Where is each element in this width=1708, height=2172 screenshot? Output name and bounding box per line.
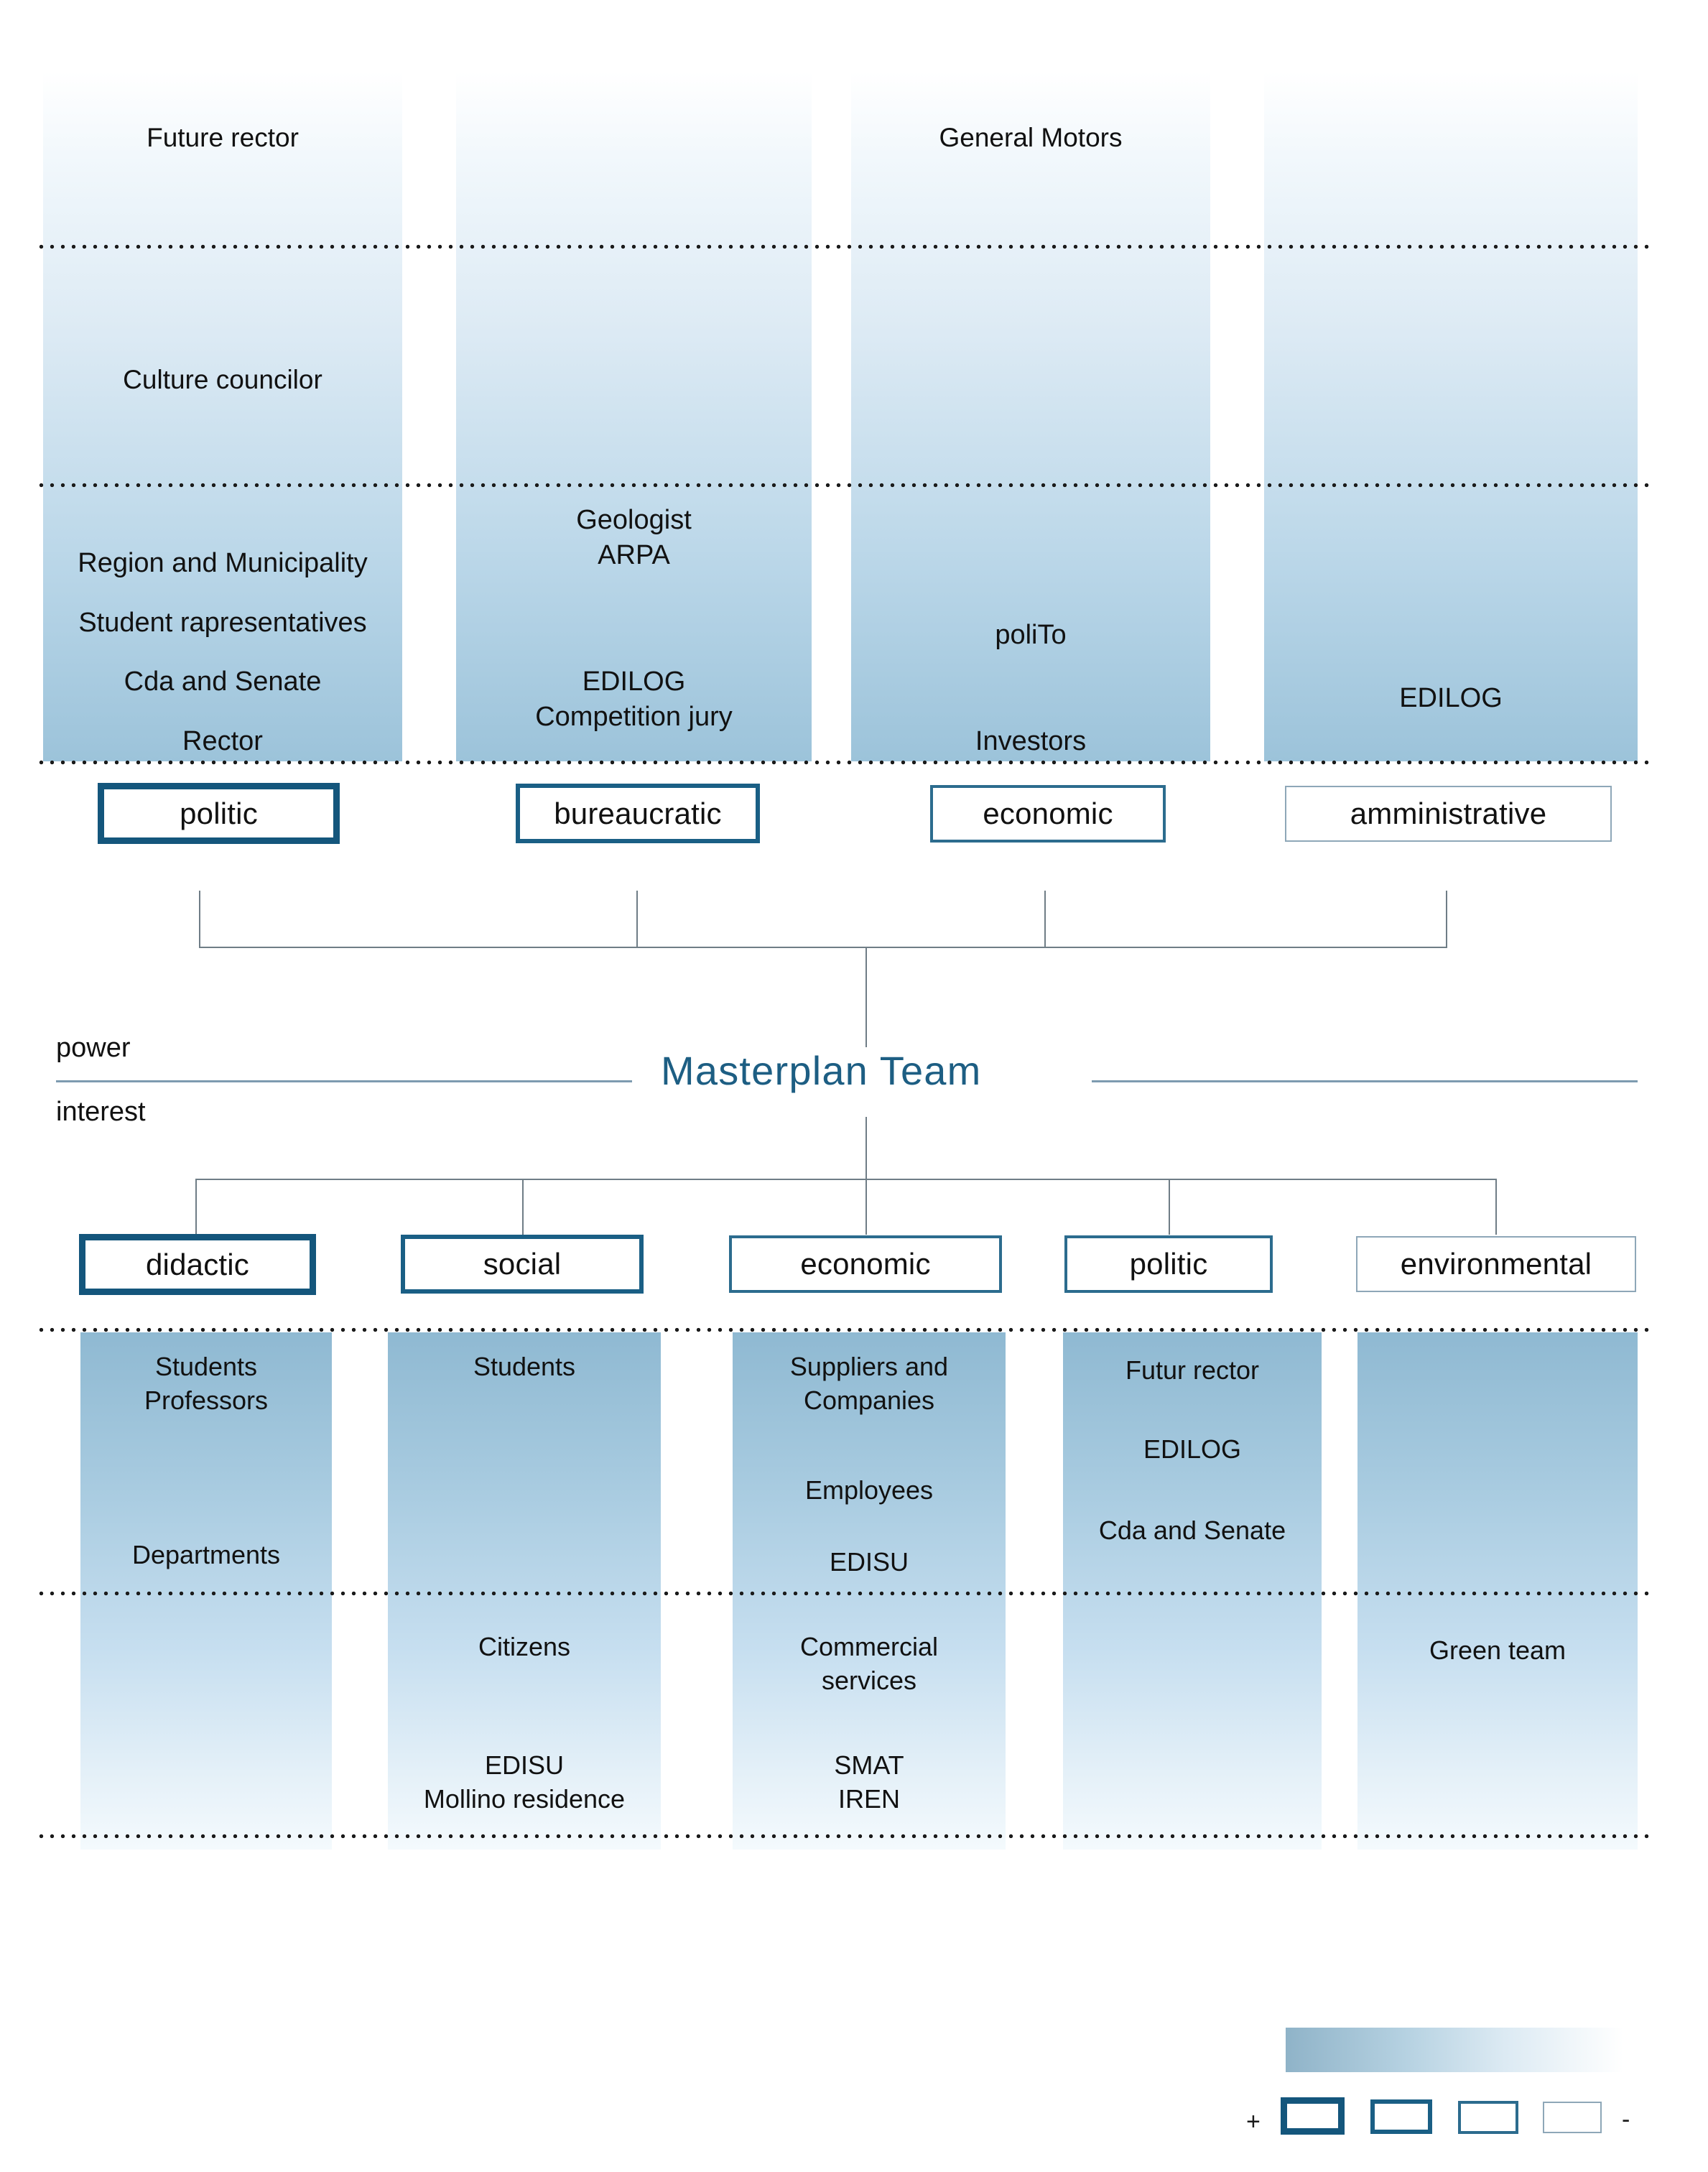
top-entry-edilog-competition-jury: EDILOG Competition jury (535, 667, 733, 733)
category-box-bureaucratic[interactable]: bureaucratic (516, 784, 760, 843)
legend-box-weight-2 (1458, 2101, 1518, 2134)
top-entry-edilog: EDILOG (1399, 683, 1503, 713)
connector-economic-down (1044, 891, 1046, 948)
category-box-environmental-label: environmental (1400, 1247, 1592, 1281)
top-band-politic (43, 72, 402, 761)
legend-box-weight-4 (1281, 2097, 1345, 2135)
category-box-social[interactable]: social (401, 1235, 644, 1294)
bottom-entry-commercial-services: Commercial services (799, 1632, 939, 1695)
bottom-entry-smat-iren: SMAT IREN (834, 1750, 904, 1814)
tier-separator-bottom-1 (36, 1327, 1652, 1332)
legend-box-weight-1 (1543, 2102, 1602, 2133)
top-entry-student-rapresentatives: Student rapresentatives (78, 608, 367, 638)
connector-politic-down (199, 891, 200, 948)
masterplan-title: Masterplan Team (661, 1048, 982, 1093)
top-band-bureaucratic (456, 72, 812, 761)
legend-plus-sign: + (1246, 2108, 1261, 2135)
top-entry-geologist-arpa: Geologist ARPA (576, 505, 692, 571)
top-entry-general-motors: General Motors (939, 123, 1123, 152)
connector-title-to-bottom-bus (865, 1117, 867, 1180)
connector-economic-up (865, 1179, 867, 1235)
connector-top-bus-to-title (865, 947, 867, 1047)
connector-didactic-up (195, 1179, 197, 1235)
bottom-entry-suppliers-companies: Suppliers and Companies (789, 1352, 949, 1415)
bottom-entry-departments: Departments (131, 1540, 281, 1569)
category-box-environmental[interactable]: environmental (1356, 1236, 1636, 1292)
bottom-entry-edisu-mollino: EDISU Mollino residence (423, 1750, 626, 1814)
top-entry-rector: Rector (182, 726, 263, 756)
axis-label-interest: interest (56, 1097, 146, 1127)
top-entry-region-municipality: Region and Municipality (78, 548, 368, 578)
tier-separator-bottom-3 (36, 1834, 1652, 1839)
tier-separator-top-1 (36, 244, 1652, 249)
top-entry-future-rector: Future rector (147, 123, 299, 152)
tier-separator-bottom-2 (36, 1591, 1652, 1596)
bottom-entry-citizens: Citizens (478, 1632, 571, 1661)
connector-social-up (522, 1179, 524, 1235)
tier-separator-top-3 (36, 760, 1652, 765)
category-box-amministrative[interactable]: amministrative (1285, 786, 1612, 842)
tier-separator-top-2 (36, 483, 1652, 488)
bottom-entry-edisu: EDISU (829, 1547, 909, 1577)
axis-label-power: power (56, 1033, 131, 1063)
connector-bottom-bus (195, 1179, 1495, 1180)
top-entry-culture-councilor: Culture councilor (123, 365, 322, 394)
top-band-amministrative (1264, 72, 1638, 761)
category-box-didactic[interactable]: didactic (79, 1234, 316, 1295)
masterplan-rule-right (1092, 1080, 1638, 1082)
bottom-entry-cda-senate: Cda and Senate (1098, 1516, 1286, 1545)
legend-gradient-bar (1286, 2028, 1623, 2072)
category-box-politic-label: politic (180, 796, 258, 830)
bottom-entry-edilog: EDILOG (1143, 1434, 1242, 1464)
category-box-politic-bottom-label: politic (1129, 1247, 1208, 1281)
top-entry-polito: poliTo (995, 620, 1067, 650)
bottom-entry-employees: Employees (804, 1475, 934, 1505)
connector-bureaucratic-down (636, 891, 638, 948)
bottom-entry-students: Students (473, 1352, 576, 1381)
category-box-economic-bottom-label: economic (800, 1247, 931, 1281)
category-box-economic-bottom[interactable]: economic (729, 1235, 1002, 1293)
connector-amministrative-down (1446, 891, 1447, 948)
connector-top-bus (199, 947, 1447, 948)
bottom-entry-students-professors: Students Professors (144, 1352, 269, 1415)
top-entry-investors: Investors (975, 726, 1087, 756)
category-box-social-label: social (483, 1247, 562, 1281)
connector-politic-up (1169, 1179, 1170, 1235)
category-box-didactic-label: didactic (145, 1247, 249, 1281)
bottom-entry-futur-rector: Futur rector (1125, 1355, 1260, 1385)
connector-environmental-up (1495, 1179, 1497, 1235)
category-box-bureaucratic-label: bureaucratic (554, 796, 722, 830)
category-box-economic[interactable]: economic (930, 785, 1166, 843)
top-entry-cda-senate: Cda and Senate (124, 667, 322, 697)
bottom-entry-green-team: Green team (1429, 1635, 1567, 1665)
legend-minus-sign: - (1622, 2106, 1630, 2133)
legend-box-weight-3 (1370, 2099, 1432, 2134)
category-box-amministrative-label: amministrative (1350, 797, 1547, 830)
top-band-economic (851, 72, 1210, 761)
category-box-politic-bottom[interactable]: politic (1064, 1235, 1273, 1293)
masterplan-rule-left (56, 1080, 632, 1082)
category-box-economic-label: economic (983, 797, 1113, 830)
category-box-politic[interactable]: politic (98, 783, 340, 844)
